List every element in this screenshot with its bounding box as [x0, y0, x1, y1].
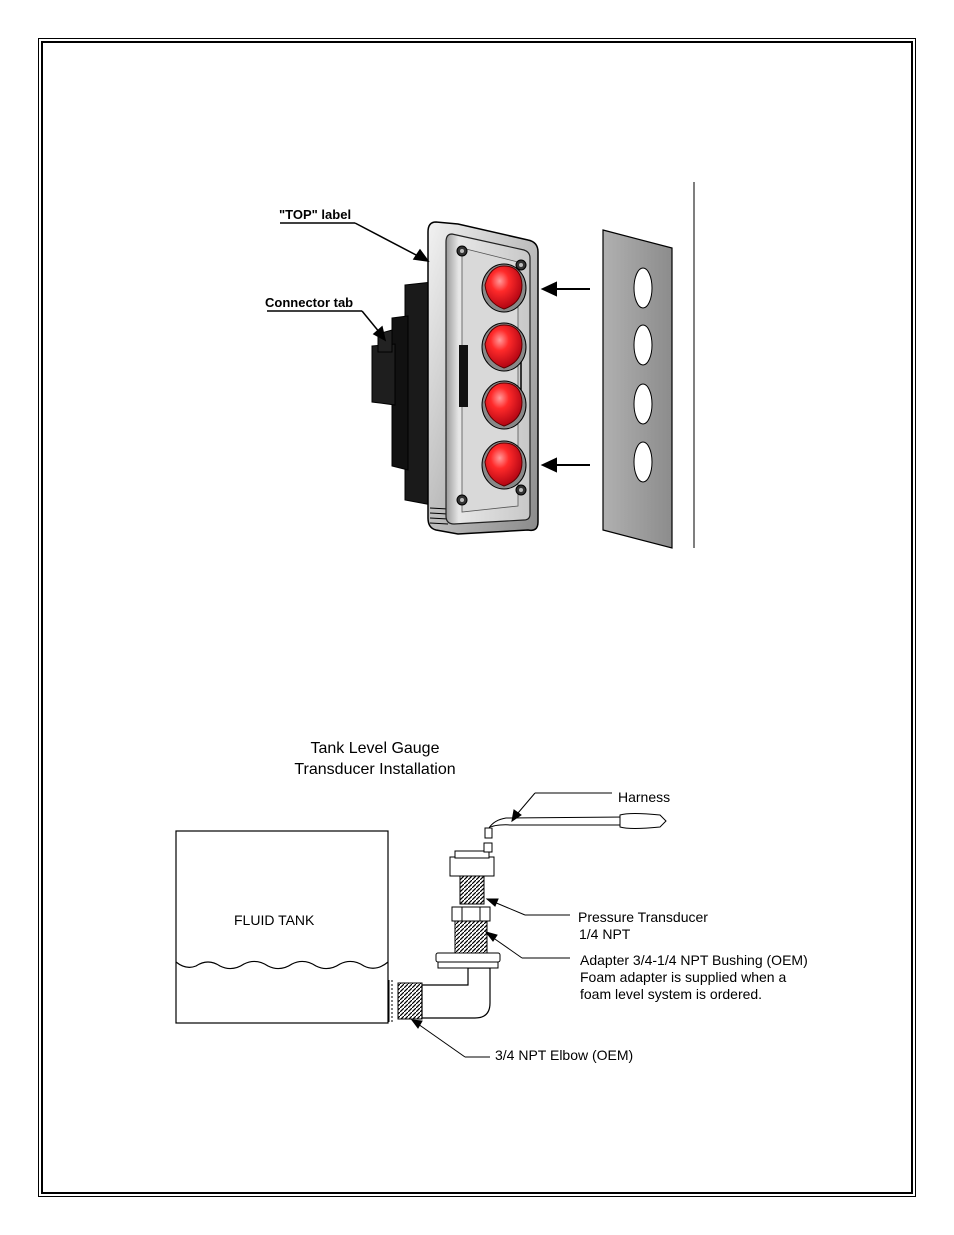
- npt-elbow: [397, 952, 501, 1020]
- fluid-level-wave: [175, 960, 389, 970]
- indicator-panel-figure: "TOP" label Connector tab: [265, 182, 695, 549]
- panel-leaders: [267, 222, 430, 342]
- led-1: [481, 263, 527, 313]
- indicator-leds: [481, 263, 527, 490]
- wire-harness: [483, 813, 667, 853]
- callout-leaders: [410, 792, 612, 1058]
- transducer-label-line2: 1/4 NPT: [579, 926, 631, 942]
- led-2: [481, 322, 527, 372]
- page-frame-outer: [38, 38, 916, 1197]
- figure-title-line2: Transducer Installation: [294, 761, 455, 778]
- npt-bushing: [451, 906, 491, 954]
- connector-tab-caption: Connector tab: [265, 295, 353, 310]
- adapter-label-line1: Adapter 3/4-1/4 NPT Bushing (OEM): [580, 952, 808, 968]
- figure-title-line1: Tank Level Gauge: [311, 740, 440, 757]
- page-frame-inner: [41, 41, 913, 1194]
- top-label-slot: [459, 345, 468, 407]
- adapter-label-line3: foam level system is ordered.: [580, 986, 762, 1002]
- led-4: [481, 440, 527, 490]
- elbow-label: 3/4 NPT Elbow (OEM): [495, 1047, 633, 1063]
- transducer-label-line1: Pressure Transducer: [578, 909, 708, 925]
- tank-transducer-figure: Tank Level Gauge Transducer Installation…: [175, 740, 808, 1063]
- top-label-caption: "TOP" label: [279, 207, 351, 222]
- gasket-holes: [633, 267, 653, 483]
- tank-label: FLUID TANK: [234, 912, 315, 928]
- mount-arrows: [540, 281, 590, 473]
- fluid-tank: [175, 830, 389, 1024]
- adapter-label-line2: Foam adapter is supplied when a: [580, 969, 786, 985]
- pressure-transducer: [449, 850, 495, 905]
- led-3: [481, 380, 527, 430]
- harness-label: Harness: [618, 789, 670, 805]
